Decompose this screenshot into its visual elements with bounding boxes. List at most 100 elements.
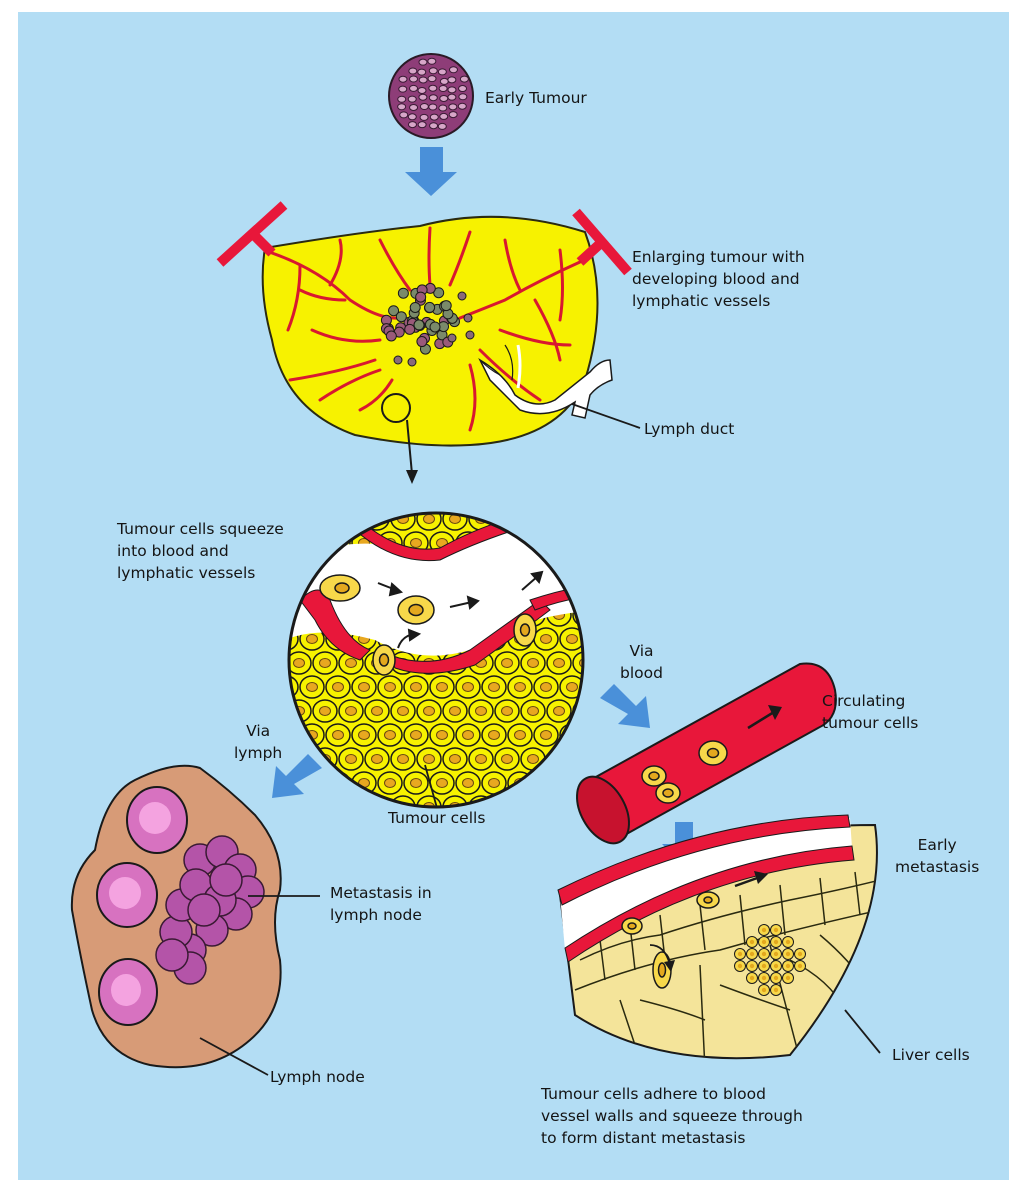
via-blood-label: Via blood	[620, 640, 663, 684]
tissue-cell	[404, 772, 428, 794]
tissue-cell	[573, 508, 597, 530]
early-tumour-cell	[418, 122, 426, 128]
tissue-cell	[534, 628, 558, 650]
tissue-cell	[495, 748, 519, 770]
squeeze-label: Tumour cells squeeze into blood and lymp…	[117, 518, 284, 584]
early-tumour-cell	[399, 86, 407, 92]
tissue-cell	[326, 484, 350, 506]
tissue-cell	[547, 796, 571, 818]
metastatic-cell	[771, 937, 782, 948]
metastasis-lobe	[210, 864, 242, 896]
early-tumour-cell	[429, 104, 437, 110]
early-tumour-cell	[429, 85, 437, 91]
enlarging-line-3: lymphatic vessels	[632, 290, 805, 312]
squeeze-line-3: lymphatic vessels	[117, 562, 284, 584]
tumour-cell	[441, 301, 451, 311]
metastatic-cell	[759, 925, 770, 936]
early-tumour-cell	[459, 86, 467, 92]
metastatic-cell	[759, 961, 770, 972]
adhere-line-2: vessel walls and squeeze through	[541, 1105, 803, 1127]
tissue-cell	[339, 700, 363, 722]
metastasis-lobe	[156, 939, 188, 971]
tissue-cell	[287, 556, 311, 578]
via-blood-line-1: Via	[620, 640, 663, 662]
tissue-cell	[521, 796, 545, 818]
tissue-cell	[287, 508, 311, 530]
tumour-cell	[458, 292, 466, 300]
metastatic-cell	[759, 985, 770, 996]
tissue-cell	[287, 796, 311, 818]
metastatic-cell	[747, 949, 758, 960]
squeeze-line-1: Tumour cells squeeze	[117, 518, 284, 540]
early-metastasis-line-2: metastasis	[895, 856, 979, 878]
tumour-cell	[398, 288, 408, 298]
tissue-cell	[573, 748, 597, 770]
tissue-cell	[456, 676, 480, 698]
metastasis-lobe	[188, 894, 220, 926]
tissue-cell	[482, 676, 506, 698]
tissue-cell	[534, 676, 558, 698]
tissue-cell	[339, 508, 363, 530]
early-tumour-cell	[410, 76, 418, 82]
tissue-cell	[300, 724, 324, 746]
tissue-cell	[391, 700, 415, 722]
metastasis-node-line-2: lymph node	[330, 904, 432, 926]
tissue-cell	[534, 484, 558, 506]
tissue-cell	[339, 748, 363, 770]
squeeze-line-2: into blood and	[117, 540, 284, 562]
tissue-cell	[300, 532, 324, 554]
via-lymph-label: Via lymph	[234, 720, 282, 764]
tissue-cell	[430, 676, 454, 698]
tissue-cell	[547, 652, 571, 674]
tumour-cell	[448, 334, 456, 342]
adhere-label: Tumour cells adhere to blood vessel wall…	[541, 1083, 803, 1149]
enlarging-line-1: Enlarging tumour with	[632, 246, 805, 268]
tumour-cell	[464, 314, 472, 322]
tissue-cell	[378, 772, 402, 794]
metastatic-cell	[759, 973, 770, 984]
tissue-cell	[378, 724, 402, 746]
tissue-cell	[365, 748, 389, 770]
early-tumour-cell	[449, 104, 457, 110]
enlarging-line-2: developing blood and	[632, 268, 805, 290]
enlarging-tumour	[220, 205, 628, 446]
tissue-cell	[495, 796, 519, 818]
tissue-cell	[313, 508, 337, 530]
tumour-cell	[386, 331, 396, 341]
tissue-cell	[560, 532, 584, 554]
tissue-cell	[443, 748, 467, 770]
early-tumour-cell	[408, 122, 416, 128]
tissue-cell	[365, 700, 389, 722]
early-tumour-cell	[440, 95, 448, 101]
metastatic-cell	[735, 949, 746, 960]
early-tumour-cell	[438, 123, 446, 129]
early-tumour-cell	[458, 103, 466, 109]
adhere-line-1: Tumour cells adhere to blood	[541, 1083, 803, 1105]
early-tumour-cell	[419, 94, 427, 100]
early-tumour-cell	[440, 78, 448, 84]
tissue-cell	[560, 484, 584, 506]
early-tumour-cell	[428, 76, 436, 82]
metastatic-cell	[759, 937, 770, 948]
tissue-cell	[456, 484, 480, 506]
circulating-line-1: Circulating	[822, 690, 918, 712]
tissue-cell	[456, 772, 480, 794]
tissue-cell	[404, 724, 428, 746]
lymph-node-label: Lymph node	[270, 1066, 365, 1088]
early-metastasis-liver	[558, 815, 880, 1070]
metastatic-cell	[795, 949, 806, 960]
early-tumour-cell	[430, 123, 438, 129]
metastatic-cell	[759, 949, 770, 960]
tissue-cell	[417, 508, 441, 530]
early-metastasis-line-1: Early	[895, 834, 979, 856]
tissue-cell	[534, 772, 558, 794]
tissue-cell	[521, 700, 545, 722]
tissue-cell	[482, 484, 506, 506]
tissue-cell	[443, 508, 467, 530]
early-tumour-cell	[448, 94, 456, 100]
tissue-cell	[313, 796, 337, 818]
via-lymph-line-1: Via	[234, 720, 282, 742]
enlarging-tumour-label: Enlarging tumour with developing blood a…	[632, 246, 805, 312]
tissue-cell	[534, 532, 558, 554]
